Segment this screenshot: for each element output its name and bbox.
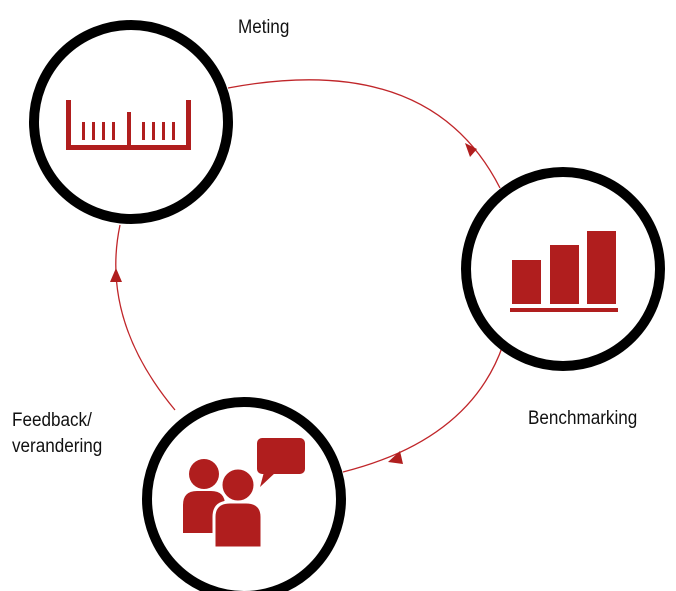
- node-benchmarking-label: Benchmarking: [528, 408, 638, 429]
- node-feedback-label-line1: Feedback/: [12, 410, 92, 431]
- node-meting: [29, 20, 233, 224]
- node-feedback-label-line2: verandering: [12, 436, 103, 457]
- people-speech-icon: [183, 438, 305, 550]
- arrow-head-to-meting: [110, 268, 122, 282]
- ruler-icon: [66, 100, 191, 150]
- arrow-head-to-benchmarking: [465, 143, 477, 157]
- node-feedback: [142, 397, 346, 591]
- bar-chart-icon: [510, 231, 618, 312]
- arrow-head-to-feedback: [388, 451, 403, 464]
- node-feedback-label: Feedback/ verandering: [12, 408, 102, 460]
- arrow-feedback-to-meting: [115, 224, 176, 411]
- node-meting-label: Meting: [238, 17, 290, 38]
- arrow-meting-to-benchmarking: [227, 79, 501, 189]
- node-benchmarking: [461, 167, 665, 371]
- arrow-benchmarking-to-feedback: [342, 344, 504, 473]
